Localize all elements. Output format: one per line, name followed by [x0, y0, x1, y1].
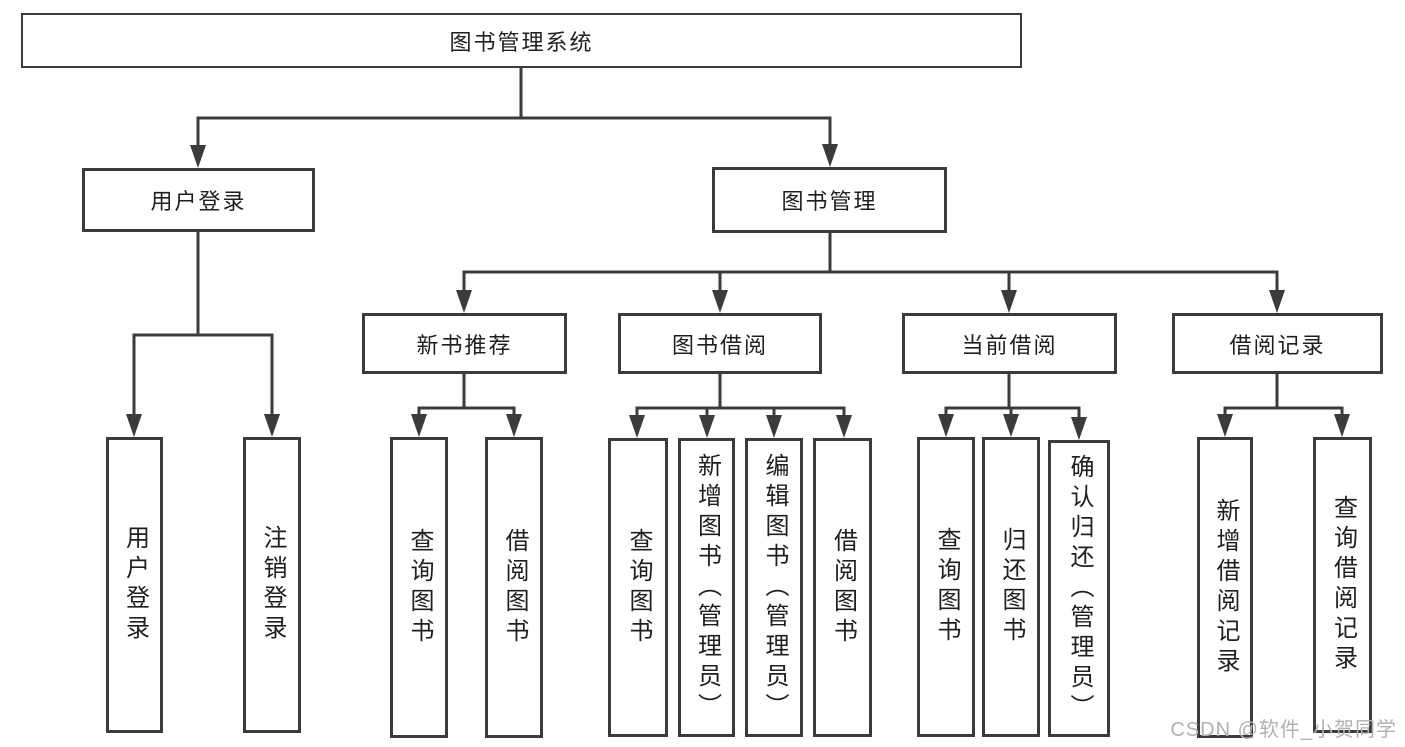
node-book-management: 图书管理: [712, 167, 947, 233]
node-user-login: 用户登录: [82, 168, 315, 232]
leaf-user-login: 用户登录: [106, 437, 163, 733]
leaf-query-books-3: 查询图书: [917, 437, 975, 737]
node-book-management-label: 图书管理: [781, 189, 878, 214]
leaf-add-borrow-record-label: 新增借阅记录: [1212, 497, 1239, 678]
leaf-confirm-return-admin: 确认归还（管理员）: [1048, 440, 1110, 737]
leaf-borrow-books-2-label: 借阅图书: [829, 527, 857, 648]
node-current-borrow-label: 当前借阅: [961, 332, 1058, 358]
watermark: CSDN @软件_小贺同学: [1170, 719, 1397, 741]
leaf-borrow-books-2: 借阅图书: [813, 438, 872, 737]
leaf-query-books-2-label: 查询图书: [625, 527, 652, 648]
leaf-add-borrow-record: 新增借阅记录: [1197, 437, 1253, 738]
leaf-return-books-label: 归还图书: [998, 527, 1025, 647]
leaf-add-book-admin-label: 新增图书（管理员）: [693, 452, 721, 723]
leaf-borrow-books-1-label: 借阅图书: [501, 527, 528, 648]
leaf-borrow-books-1: 借阅图书: [485, 437, 543, 738]
leaf-edit-book-admin: 编辑图书（管理员）: [745, 438, 803, 737]
node-new-book-recommend: 新书推荐: [362, 313, 567, 374]
leaf-query-borrow-record: 查询借阅记录: [1313, 437, 1372, 733]
node-root: 图书管理系统: [21, 13, 1022, 68]
leaf-logout: 注销登录: [243, 437, 301, 733]
node-borrow-records-label: 借阅记录: [1229, 332, 1326, 358]
leaf-edit-book-admin-label: 编辑图书（管理员）: [761, 452, 788, 723]
leaf-query-borrow-record-label: 查询借阅记录: [1329, 495, 1357, 675]
leaf-query-books-1-label: 查询图书: [406, 527, 433, 648]
node-new-book-recommend-label: 新书推荐: [416, 332, 513, 358]
leaf-user-login-label: 用户登录: [121, 525, 149, 645]
node-borrow-records: 借阅记录: [1172, 313, 1383, 374]
leaf-query-books-1: 查询图书: [390, 437, 448, 738]
node-book-borrow: 图书借阅: [618, 313, 822, 374]
leaf-query-books-3-label: 查询图书: [933, 527, 960, 647]
leaf-add-book-admin: 新增图书（管理员）: [678, 438, 735, 737]
node-book-borrow-label: 图书借阅: [671, 332, 768, 358]
node-user-login-label: 用户登录: [150, 189, 247, 214]
leaf-return-books: 归还图书: [982, 437, 1040, 737]
leaf-logout-label: 注销登录: [259, 525, 286, 645]
node-root-label: 图书管理系统: [449, 29, 594, 55]
leaf-query-books-2: 查询图书: [608, 438, 668, 737]
leaf-confirm-return-admin-label: 确认归还（管理员）: [1066, 453, 1093, 724]
node-current-borrow: 当前借阅: [902, 313, 1117, 374]
